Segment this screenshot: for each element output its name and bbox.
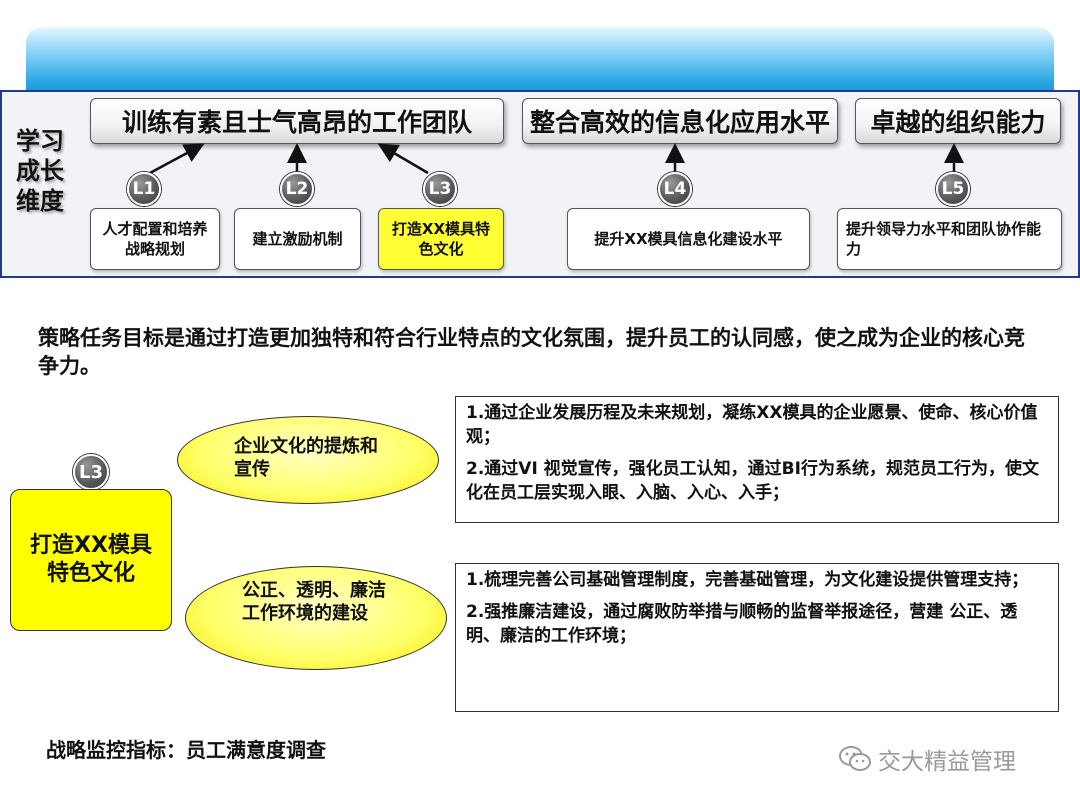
task-l5: 提升领导力水平和团队协作能力 [837,208,1062,270]
detail-culture-2: 2.通过VI 视觉宣传，强化员工认知，通过BI行为系统，规范员工行为，使文化在员… [466,459,1039,503]
badge-l1: L1 [127,172,161,206]
detail-environment-1: 1.梳理完善公司基础管理制度，完善基础管理，为文化建设提供管理支持； [466,570,1029,590]
watermark-text: 交大精益管理 [878,749,1016,775]
goal-info: 整合高效的信息化应用水平 [522,98,838,144]
task-l3: 打造XX模具特色文化 [378,208,504,270]
badge-l4: L4 [658,172,692,206]
strategy-objective: 策略任务目标是通过打造更加独特和符合行业特点的文化氛围，提升员工的认同感，使之成… [38,326,1025,378]
initiative-culture-ellipse: 企业文化的提炼和宣传 [177,416,439,504]
detail-box-environment: 1.梳理完善公司基础管理制度，完善基础管理，为文化建设提供管理支持； 2.强推廉… [455,563,1059,712]
badge-l5: L5 [936,172,970,206]
badge-focus-l3: L3 [73,454,109,490]
task-l2: 建立激励机制 [234,208,361,270]
focus-task-label: 打造XX模具特色文化 [30,533,152,586]
monitor-indicator: 战略监控指标：员工满意度调查 [46,738,326,762]
task-l1: 人才配置和培养战略规划 [90,208,220,270]
badge-l2: L2 [280,172,314,206]
badge-l3: L3 [423,172,457,206]
detail-culture-1: 1.通过企业发展历程及未来规划，凝练XX模具的企业愿景、使命、核心价值观； [466,403,1038,447]
goal-team: 训练有素且士气高昂的工作团队 [90,98,504,144]
task-l4: 提升XX模具信息化建设水平 [567,208,810,270]
initiative-environment-ellipse: 公正、透明、廉洁工作环境的建设 [185,566,447,670]
detail-box-culture: 1.通过企业发展历程及未来规划，凝练XX模具的企业愿景、使命、核心价值观； 2.… [455,396,1059,523]
focus-task-box: 打造XX模具特色文化 [10,489,172,631]
detail-environment-2: 2.强推廉洁建设，通过腐败防举措与顺畅的监督举报途径，营建 公正、透明、廉洁的工… [466,602,1018,646]
goal-org: 卓越的组织能力 [855,98,1061,144]
dimension-label: 学习成长维度 [16,127,64,215]
wechat-icon [839,746,871,771]
watermark: 交大精益管理 [838,742,1016,776]
initiative-environment-label: 公正、透明、廉洁工作环境的建设 [242,580,386,624]
initiative-culture-label: 企业文化的提炼和宣传 [234,436,378,480]
